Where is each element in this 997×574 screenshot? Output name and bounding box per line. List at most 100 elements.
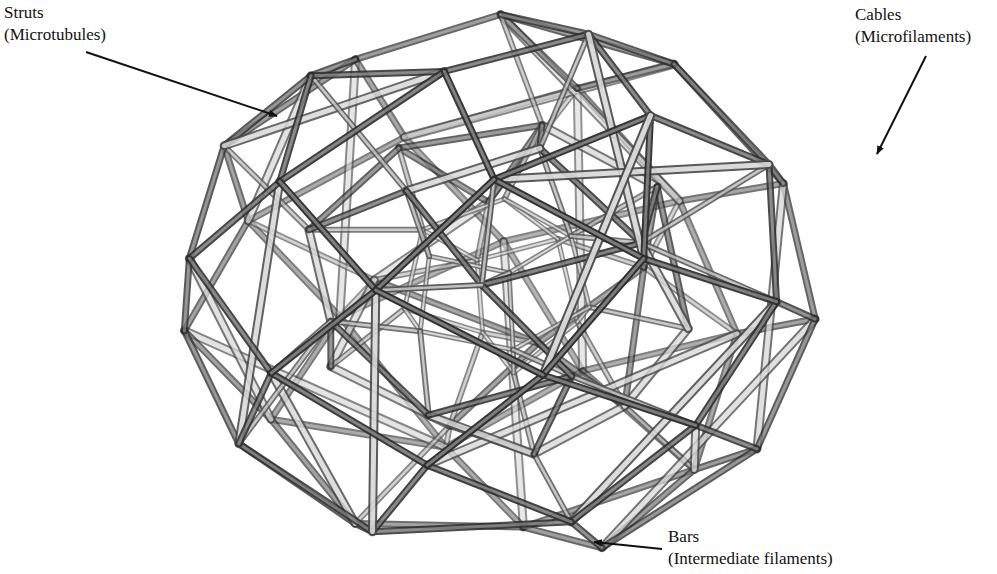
- rod-edge: [540, 34, 589, 148]
- rod-highlight: [184, 331, 445, 448]
- rod-highlight: [309, 230, 331, 322]
- rod-highlight: [404, 230, 422, 309]
- rod-edge: [189, 182, 279, 259]
- cable-rod: [427, 375, 543, 465]
- rod-edge: [543, 375, 696, 425]
- rod-edge: [356, 14, 501, 59]
- rod-edge: [769, 164, 777, 301]
- rod-highlight: [602, 319, 815, 548]
- cable-rod: [184, 258, 189, 330]
- rod-edge: [641, 164, 769, 242]
- rod-edge: [331, 321, 429, 415]
- rod-edge: [271, 373, 427, 465]
- rod-highlight: [420, 331, 428, 415]
- rod-highlight: [641, 243, 776, 302]
- rod-highlight: [189, 258, 271, 373]
- cable-rod: [783, 184, 815, 320]
- rod-highlight: [651, 116, 769, 165]
- rod-highlight: [777, 302, 816, 319]
- rod-highlight: [372, 522, 571, 532]
- cable-rod: [309, 148, 399, 230]
- cable-rod: [571, 425, 695, 522]
- rod-edge: [372, 290, 375, 532]
- rod-highlight: [331, 321, 429, 415]
- rod-highlight: [376, 290, 543, 375]
- rod-edge: [189, 258, 271, 373]
- cable-rod: [444, 71, 494, 179]
- rod-highlight: [757, 319, 815, 449]
- cable-rod: [769, 164, 777, 301]
- rod-edge: [184, 258, 189, 330]
- rod-highlight: [444, 34, 588, 71]
- rod-edge: [311, 76, 407, 191]
- leader-line: [877, 56, 926, 154]
- cable-rod: [280, 71, 445, 181]
- rod-highlight: [184, 258, 189, 330]
- callout-label-box: Struts (Microtubules): [4, 2, 116, 46]
- cable-rod: [644, 259, 777, 302]
- strut-rod: [239, 182, 280, 444]
- rod-edge: [571, 302, 776, 522]
- wrap-spacer: [780, 526, 858, 546]
- cable-rod: [331, 321, 429, 415]
- cable-rod: [184, 331, 238, 444]
- strut-rod: [571, 302, 776, 522]
- rod-edge: [482, 179, 494, 285]
- callout-label: Cables (Microfilaments): [855, 5, 971, 46]
- rod-highlight: [376, 285, 482, 290]
- rod-highlight: [494, 179, 644, 258]
- rod-highlight: [311, 71, 444, 75]
- rod-highlight: [694, 425, 695, 469]
- rod-highlight: [501, 14, 589, 34]
- bar-rod: [641, 164, 769, 242]
- rod-edge: [271, 290, 376, 373]
- cable-rod: [651, 116, 769, 165]
- rod-highlight: [271, 290, 376, 373]
- cable-rod: [376, 179, 494, 290]
- rod-edge: [280, 71, 445, 181]
- strut-rod: [602, 319, 815, 548]
- rod-highlight: [444, 71, 494, 179]
- rod-highlight: [571, 425, 695, 522]
- rod-edge: [184, 331, 445, 448]
- rod-highlight: [280, 182, 376, 291]
- rod-highlight: [501, 14, 543, 125]
- rod-edge: [783, 184, 815, 320]
- cable-rod: [311, 71, 444, 75]
- rod-edge: [239, 373, 271, 444]
- rod-highlight: [696, 302, 777, 426]
- strut-rod: [309, 230, 331, 322]
- rod-highlight: [427, 375, 543, 465]
- rod-highlight: [309, 148, 399, 230]
- rod-highlight: [280, 71, 445, 181]
- rod-edge: [376, 290, 543, 375]
- bar-rod: [311, 76, 407, 191]
- rod-highlight: [482, 243, 642, 285]
- cable-rod: [189, 258, 271, 373]
- cable-rod: [571, 522, 602, 548]
- rod-edge: [694, 425, 695, 469]
- rod-edge: [696, 425, 757, 449]
- cable-rod: [309, 191, 407, 230]
- rod-edge: [696, 302, 777, 426]
- cable-rod: [356, 14, 501, 59]
- cable-rod: [372, 465, 427, 532]
- rod-edge: [571, 522, 602, 548]
- rod-edge: [184, 331, 238, 444]
- cable-rod: [494, 179, 644, 258]
- rod-highlight: [540, 34, 589, 148]
- leader-lines: [86, 52, 926, 549]
- rod-highlight: [239, 373, 271, 444]
- cable-rod: [280, 182, 376, 291]
- rod-highlight: [376, 179, 494, 290]
- rod-highlight: [189, 182, 279, 259]
- rod-highlight: [641, 164, 769, 242]
- rod-edge: [757, 319, 815, 449]
- callout-label: Struts (Microtubules): [4, 3, 106, 44]
- bar-rod: [482, 179, 494, 285]
- cable-rod: [372, 522, 571, 532]
- rod-highlight: [571, 522, 602, 548]
- rod-highlight: [372, 465, 427, 532]
- rod-edge: [543, 259, 644, 375]
- inner-rod: [404, 230, 422, 309]
